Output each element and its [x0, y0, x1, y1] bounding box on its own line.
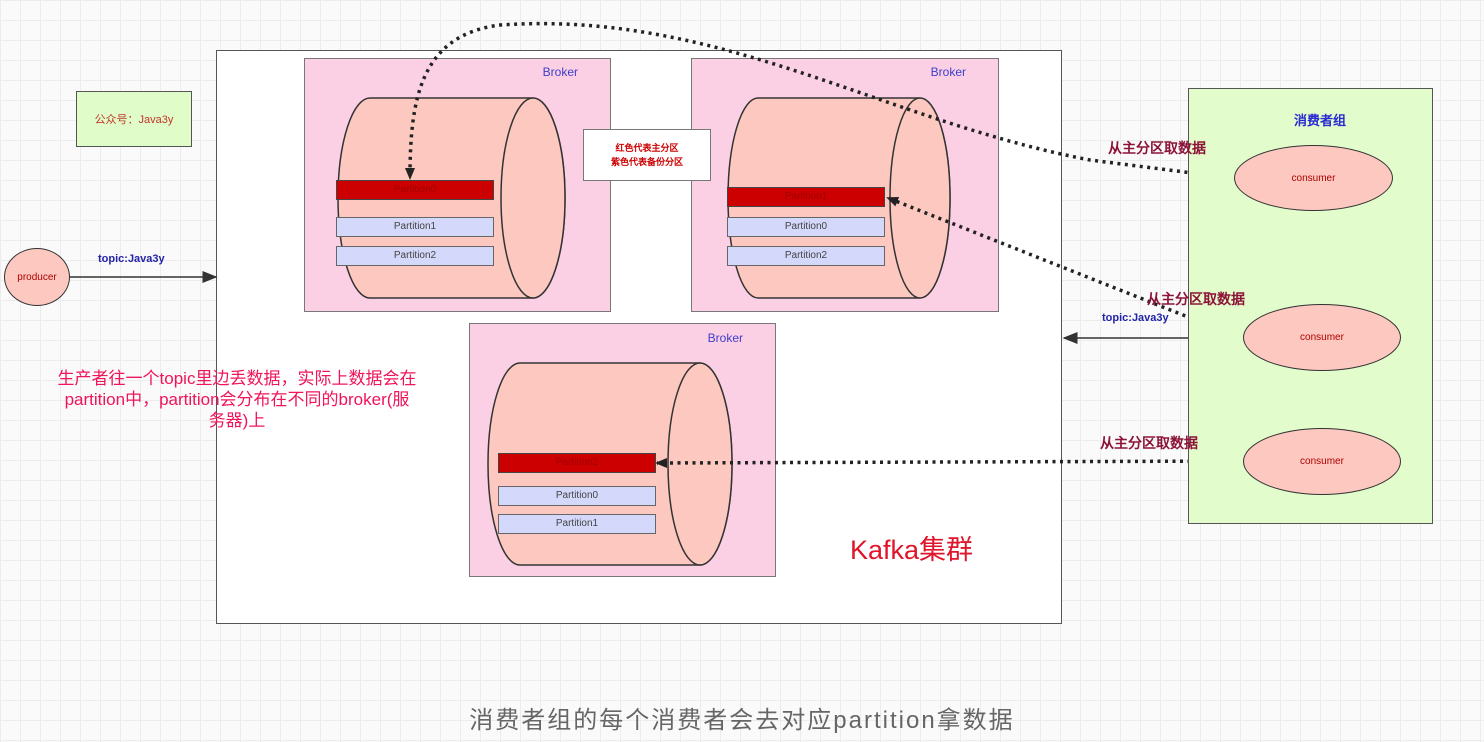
broker-3-label: Broker [707, 331, 743, 345]
producer-label: producer [17, 271, 57, 283]
kafka-cluster-label: Kafka集群 [850, 535, 974, 565]
fetch-label: 从主分区取数据 [1147, 291, 1245, 307]
legend-box: 红色代表主分区 紫色代表备份分区 [583, 129, 711, 181]
broker-2-backup-partition: Partition0 [727, 217, 885, 237]
fetch-arrow-1 [405, 21, 1233, 180]
fetch-arrow-2 [886, 196, 1242, 340]
consumer-group-title: 消费者组 [1294, 113, 1347, 128]
producer-note-line: 务器)上 [208, 411, 266, 430]
consumer-node: consumer [1243, 304, 1401, 371]
consumer-label: consumer [1291, 172, 1336, 184]
broker-2-primary-partition: Partition1 [727, 187, 885, 207]
wechat-account-label: 公众号：Java3y [94, 114, 174, 126]
legend-backup: 紫色代表备份分区 [610, 157, 683, 167]
producer-node: producer [4, 248, 70, 306]
diagram-caption: 消费者组的每个消费者会去对应partition拿数据 [469, 707, 1015, 734]
fetch-label: 从主分区取数据 [1100, 435, 1198, 451]
consumer-label: consumer [1300, 332, 1344, 343]
fetch-label: 从主分区取数据 [1108, 140, 1206, 156]
wechat-account-box: 公众号：Java3y [76, 91, 192, 147]
consumer-group-topic-label: topic:Java3y [1102, 312, 1169, 324]
broker-2-backup-partition: Partition2 [727, 246, 885, 266]
producer-note-line: 生产者往一个topic里边丢数据，实际上数据会在 [57, 369, 417, 388]
broker-3-primary-partition: Partition2 [498, 453, 656, 473]
broker-2-label: Broker [930, 65, 966, 79]
broker-1-backup-partition: Partition1 [336, 217, 494, 237]
fetch-arrow-3 [655, 457, 1244, 468]
broker-1-primary-partition: Partition0 [336, 180, 494, 200]
producer-topic-label: topic:Java3y [98, 253, 165, 265]
consumer-label: consumer [1300, 456, 1344, 467]
broker-3-backup-partition: Partition0 [498, 486, 656, 506]
consumer-node: consumer [1234, 145, 1393, 211]
broker-1-label: Broker [542, 65, 578, 79]
producer-note-line: partition中，partition会分布在不同的broker(服 [64, 390, 410, 409]
legend-primary: 红色代表主分区 [615, 143, 679, 153]
broker-1-backup-partition: Partition2 [336, 246, 494, 266]
consumer-node: consumer [1243, 428, 1401, 495]
producer-note: 生产者往一个topic里边丢数据，实际上数据会在 partition中，part… [22, 368, 452, 431]
broker-3-backup-partition: Partition1 [498, 514, 656, 534]
